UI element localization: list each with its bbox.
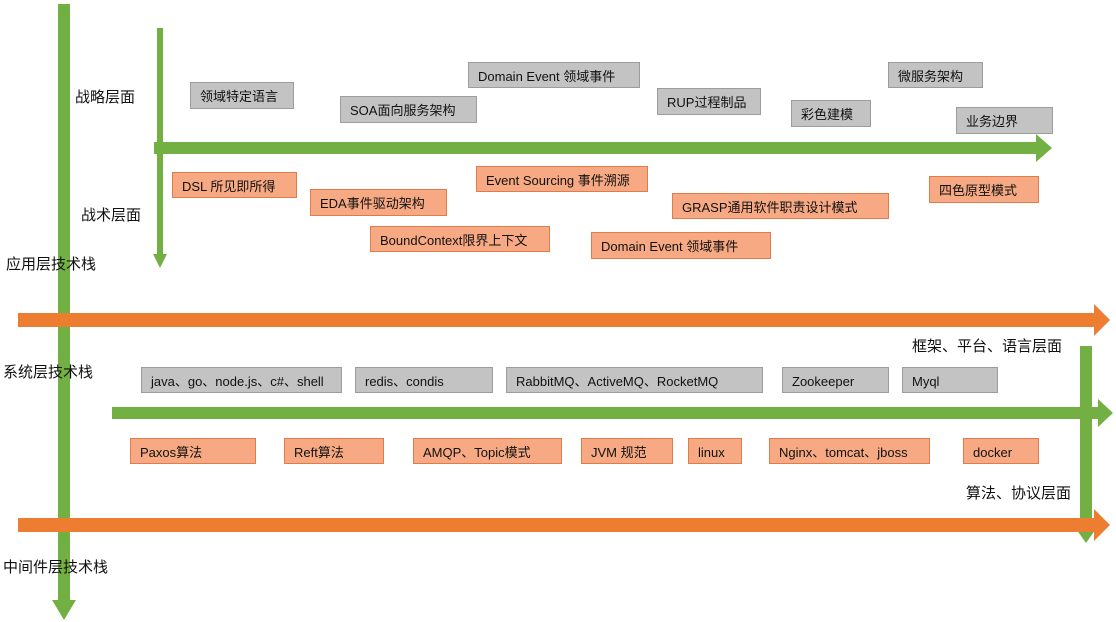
strategic-box: 业务边界 (956, 107, 1053, 134)
horizontal-arrow-framework (112, 399, 1113, 427)
app-stack-label: 应用层技术栈 (6, 256, 97, 273)
algorithm-label: 算法、协议层面 (966, 485, 1072, 502)
tactical-box: BoundContext限界上下文 (370, 226, 550, 252)
framework-box: RabbitMQ、ActiveMQ、RocketMQ (506, 367, 763, 393)
framework-box: java、go、node.js、c#、shell (141, 367, 342, 393)
vertical-arrow-left (52, 4, 76, 620)
strategic-box: 微服务架构 (888, 62, 983, 88)
strategic-box: SOA面向服务架构 (340, 96, 477, 123)
sys-stack-label: 系统层技术栈 (3, 364, 94, 381)
vertical-arrow-inner (153, 28, 167, 268)
algorithm-box: docker (963, 438, 1039, 464)
strategic-label: 战略层面 (75, 89, 136, 106)
tactical-box: 四色原型模式 (929, 176, 1039, 203)
framework-label: 框架、平台、语言层面 (912, 338, 1063, 355)
horizontal-arrow-system (18, 509, 1110, 541)
algorithm-box: Paxos算法 (130, 438, 256, 464)
tactical-box: DSL 所见即所得 (172, 172, 297, 198)
mw-stack-label: 中间件层技术栈 (3, 559, 109, 576)
tactical-box: GRASP通用软件职责设计模式 (672, 193, 889, 219)
tactical-box: EDA事件驱动架构 (310, 189, 447, 216)
algorithm-box: linux (688, 438, 742, 464)
algorithm-box: Nginx、tomcat、jboss (769, 438, 930, 464)
framework-box: Myql (902, 367, 998, 393)
tactical-box: Domain Event 领域事件 (591, 232, 771, 259)
strategic-box: Domain Event 领域事件 (468, 62, 640, 88)
algorithm-box: Reft算法 (284, 438, 384, 464)
tactical-box: Event Sourcing 事件溯源 (476, 166, 648, 192)
tactical-label: 战术层面 (81, 207, 142, 224)
horizontal-arrow-strategy (154, 134, 1052, 162)
horizontal-arrow-app (18, 304, 1110, 336)
strategic-box: 领域特定语言 (190, 82, 294, 109)
strategic-box: RUP过程制品 (657, 88, 761, 115)
framework-box: Zookeeper (782, 367, 889, 393)
strategic-box: 彩色建模 (791, 100, 871, 127)
algorithm-box: JVM 规范 (581, 438, 673, 464)
framework-box: redis、condis (355, 367, 493, 393)
algorithm-box: AMQP、Topic模式 (413, 438, 562, 464)
